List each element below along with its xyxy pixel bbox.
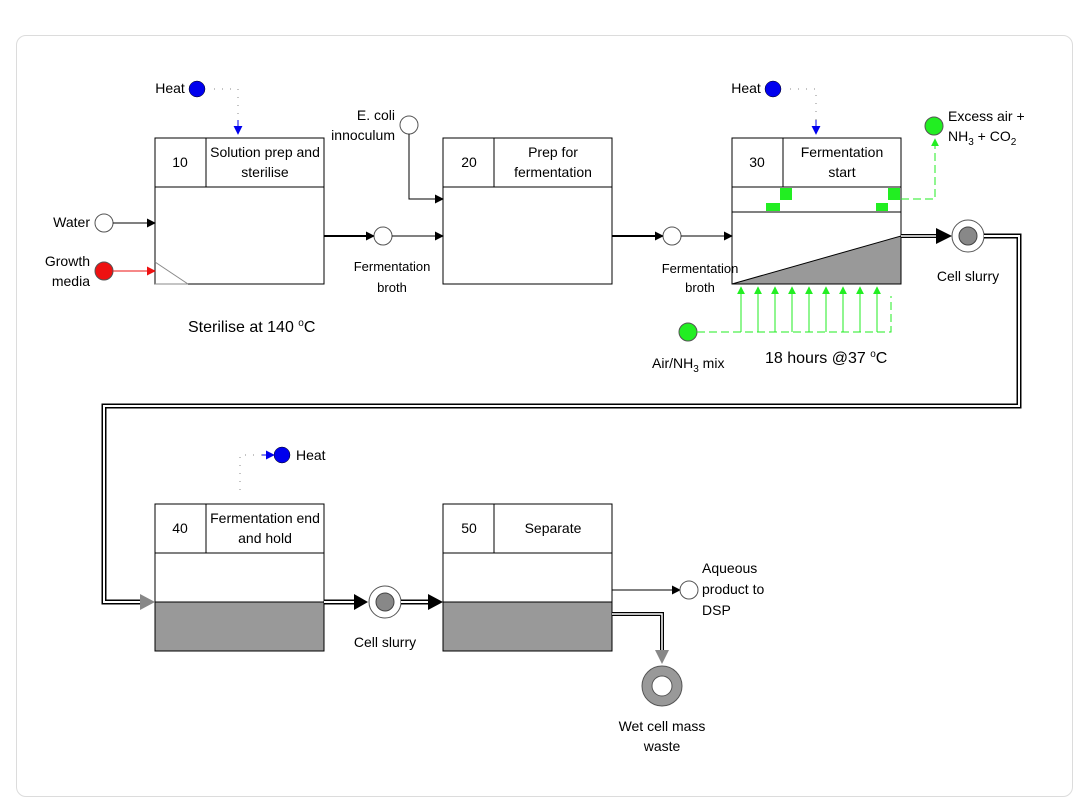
aqueous-line3: DSP bbox=[702, 602, 731, 618]
growth-media-line2: media bbox=[52, 273, 90, 289]
aqueous-line1: Aqueous bbox=[702, 560, 757, 576]
sterilise-note-sup: o bbox=[298, 318, 304, 329]
heat-port-icon bbox=[273, 446, 291, 464]
ecoli-line2: innoculum bbox=[331, 127, 395, 143]
air-nh3-sub: 3 bbox=[693, 364, 699, 375]
ferment-time-note: 18 hours @37 oC bbox=[765, 349, 887, 367]
unit-20: 20 Prep for fermentation bbox=[442, 137, 613, 285]
sterilise-note-a: Sterilise at 140 bbox=[188, 319, 298, 336]
sparge-arrows bbox=[737, 286, 881, 332]
unit-40-title-line1: Fermentation end bbox=[210, 510, 320, 526]
broth-port-icon bbox=[373, 226, 393, 246]
wet-cell-line2: waste bbox=[643, 738, 681, 754]
water-label: Water bbox=[53, 214, 90, 230]
broth-1-line1: Fermentation bbox=[354, 259, 431, 274]
wet-cell-line1: Wet cell mass bbox=[619, 718, 706, 734]
broth-2-line2: broth bbox=[685, 280, 715, 295]
unit-40-number: 40 bbox=[172, 520, 188, 536]
broth-2-line1: Fermentation bbox=[662, 261, 739, 276]
growth-media-line1: Growth bbox=[45, 253, 90, 269]
unit-40-title-line2: and hold bbox=[238, 530, 292, 546]
cell-slurry-1-label: Cell slurry bbox=[937, 268, 999, 284]
water-stream: Water bbox=[53, 213, 156, 233]
excess-air-co: + CO bbox=[974, 128, 1011, 144]
heat-stream-unit-30: Heat bbox=[731, 80, 821, 135]
excess-air-nh: NH bbox=[948, 128, 968, 144]
cell-slurry-2-label: Cell slurry bbox=[354, 634, 416, 650]
unit-30: 30 Fermentation start bbox=[731, 137, 902, 285]
unit-30-number: 30 bbox=[749, 154, 765, 170]
unit-20-title-line1: Prep for bbox=[528, 144, 578, 160]
unit-50-number: 50 bbox=[461, 520, 477, 536]
heat-port-icon bbox=[188, 80, 206, 98]
ferment-note-b: C bbox=[876, 350, 888, 367]
unit-20-number: 20 bbox=[461, 154, 477, 170]
broth-stream-20-30: Fermentation broth bbox=[612, 226, 739, 295]
unit-20-title-line2: fermentation bbox=[514, 164, 592, 180]
excess-air-sub-2: 2 bbox=[1011, 137, 1017, 148]
water-port-icon bbox=[94, 213, 114, 233]
ecoli-port-icon bbox=[399, 115, 419, 135]
unit-50-title-line1: Separate bbox=[525, 520, 582, 536]
unit-10-title-line1: Solution prep and bbox=[210, 144, 320, 160]
excess-air-sub-3: 3 bbox=[968, 137, 974, 148]
ecoli-stream: E. coli innoculum bbox=[331, 107, 444, 204]
growth-media-stream: Growth media bbox=[45, 253, 156, 289]
broth-1-line2: broth bbox=[377, 280, 407, 295]
excess-air-line1: Excess air + bbox=[948, 108, 1025, 124]
unit-30-title-line2: start bbox=[828, 164, 855, 180]
heat-label-2: Heat bbox=[731, 80, 761, 96]
sterilise-note: Sterilise at 140 oC bbox=[188, 318, 315, 336]
unit-40: 40 Fermentation end and hold bbox=[154, 503, 325, 652]
cell-slurry-stream-2: Cell slurry bbox=[324, 585, 443, 650]
excess-air-stream: Excess air + NH3 + CO2 bbox=[901, 108, 1025, 200]
wet-cell-stream: Wet cell mass waste bbox=[612, 612, 706, 754]
heat-label-3: Heat bbox=[296, 447, 326, 463]
unit-10-number: 10 bbox=[172, 154, 188, 170]
air-nh3-label: Air/NH3 mix bbox=[652, 355, 724, 375]
heat-stream-unit-10: Heat bbox=[155, 80, 243, 135]
ferment-note-a: 18 hours @37 bbox=[765, 350, 870, 367]
excess-air-port-icon bbox=[924, 116, 944, 136]
aqueous-port-icon bbox=[679, 580, 699, 600]
process-flow-diagram: 10 Solution prep and sterilise 20 Prep f… bbox=[45, 80, 1025, 754]
air-nh3-stream: Air/NH3 mix bbox=[652, 286, 892, 375]
excess-air-line2: NH3 + CO2 bbox=[948, 128, 1017, 148]
heat-stream-unit-40: Heat bbox=[239, 446, 326, 490]
aqueous-line2: product to bbox=[702, 581, 764, 597]
heat-label-1: Heat bbox=[155, 80, 185, 96]
broth-port-icon bbox=[662, 226, 682, 246]
growth-media-port-icon bbox=[94, 261, 114, 281]
cell-slurry-stream-1: Cell slurry bbox=[101, 219, 1022, 610]
unit-10: 10 Solution prep and sterilise bbox=[154, 137, 325, 285]
air-nh3-text-b: mix bbox=[699, 355, 725, 371]
heat-port-icon bbox=[764, 80, 782, 98]
sterilise-note-b: C bbox=[304, 319, 316, 336]
unit-30-title-line1: Fermentation bbox=[801, 144, 883, 160]
air-nh3-text-a: Air/NH bbox=[652, 355, 693, 371]
ferment-note-sup: o bbox=[870, 349, 876, 360]
unit-10-title-line2: sterilise bbox=[241, 164, 289, 180]
air-nh3-port-icon bbox=[678, 322, 698, 342]
unit-50: 50 Separate bbox=[442, 503, 613, 652]
ecoli-line1: E. coli bbox=[357, 107, 395, 123]
broth-stream-10-20: Fermentation broth bbox=[324, 226, 444, 295]
aqueous-product-stream: Aqueous product to DSP bbox=[612, 560, 764, 618]
